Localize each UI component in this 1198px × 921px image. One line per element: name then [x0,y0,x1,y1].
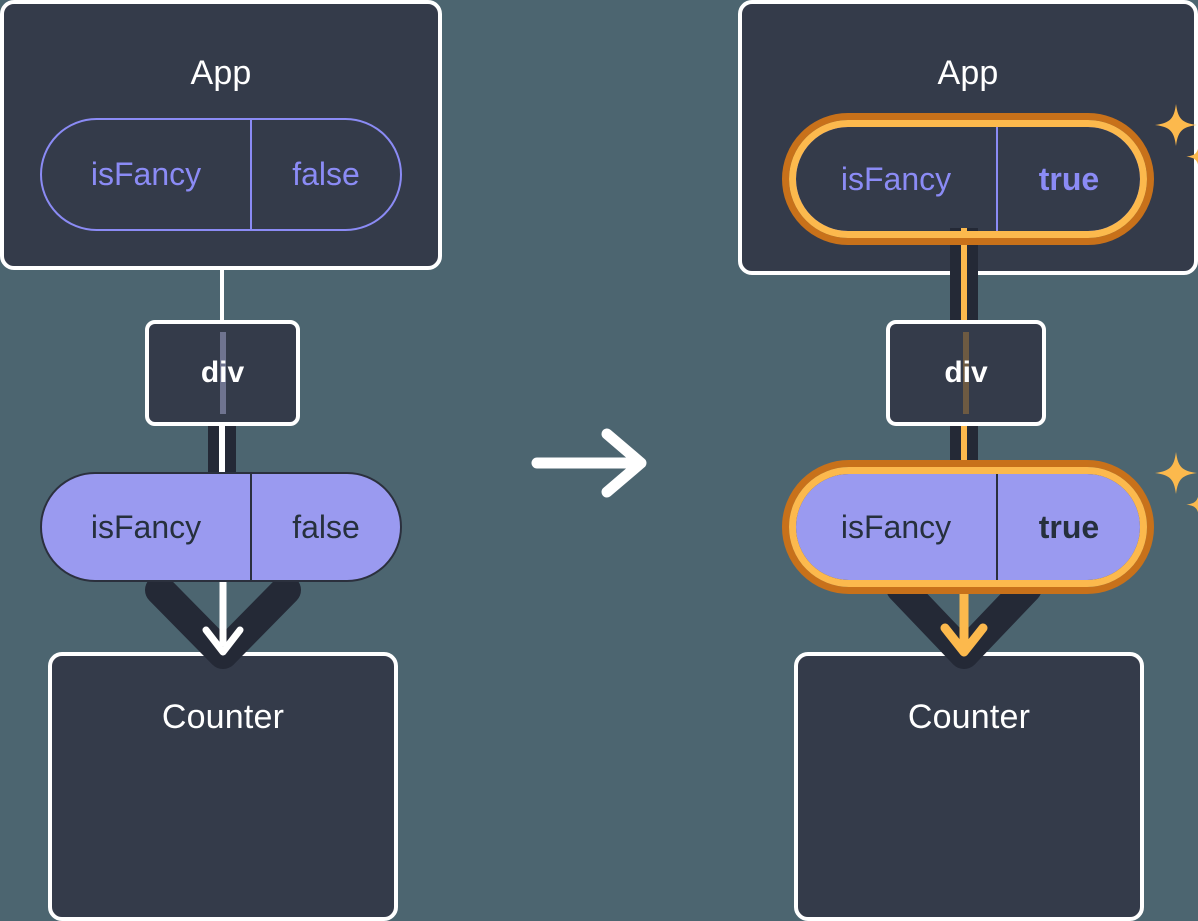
counter-card-after: Counter [794,652,1144,921]
app-state-pill-before: isFancy false [40,118,402,231]
div-box-after: div [886,320,1046,426]
app-title: App [937,54,999,92]
div-label: div [944,356,988,389]
before-panel: App isFancy false div isFancy false [0,0,460,921]
prop-pill-after: isFancy true [794,472,1142,582]
counter-title: Counter [907,698,1031,736]
connector-div-to-prop-before [208,424,236,480]
prop-key: isFancy [840,508,952,545]
app-state-pill-after: isFancy true [794,125,1142,233]
prop-flow-line-in-div [963,332,969,414]
connector-core [219,424,225,480]
connector-app-to-div-before [220,266,224,324]
connector-app-to-div-after [950,228,978,326]
connector-core [961,228,967,326]
div-label: div [200,356,245,389]
transition-arrow [531,428,655,498]
div-box-before: div [145,320,300,426]
counter-card-before: Counter [48,652,398,921]
prop-key: isFancy [90,508,202,545]
state-value: false [250,120,400,229]
prop-pill-before: isFancy false [40,472,402,582]
connector-core [961,424,967,480]
sparkle-icon [1155,452,1198,513]
after-panel: App isFancy true div [738,0,1198,921]
prop-value: false [250,474,400,580]
sparkle-group-prop [1154,448,1198,528]
counter-title: Counter [161,698,285,736]
state-key: isFancy [90,156,202,192]
arrow-right-icon [531,428,647,498]
prop-value: true [996,474,1140,580]
prop-flow-line-in-div [219,332,226,414]
app-title: App [190,54,252,92]
state-key: isFancy [840,160,952,197]
state-value: true [996,127,1140,231]
